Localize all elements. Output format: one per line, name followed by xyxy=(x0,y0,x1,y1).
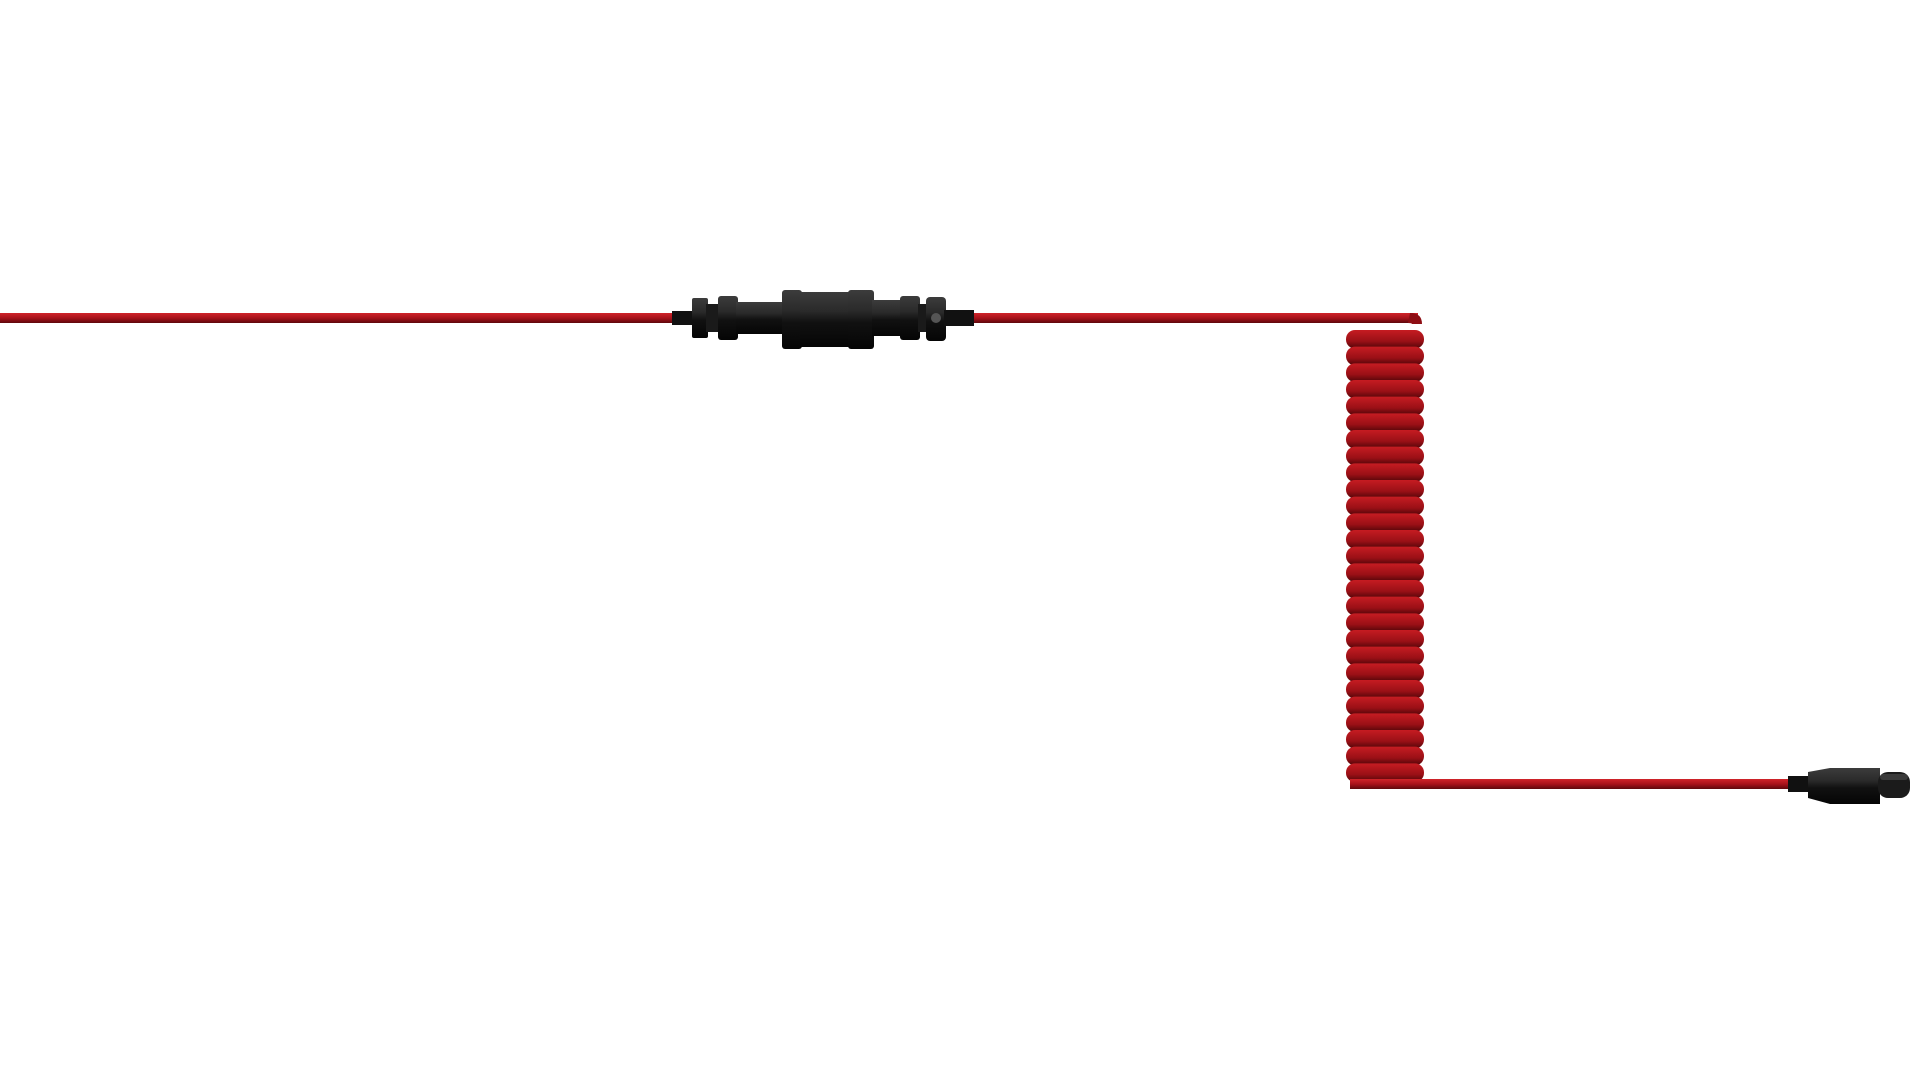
coil-loop xyxy=(1346,513,1424,532)
coil-loop xyxy=(1346,613,1424,632)
coil-loop xyxy=(1346,646,1424,666)
coil-loop xyxy=(1346,380,1424,399)
coil-loop xyxy=(1346,346,1424,366)
coil-loop xyxy=(1346,430,1424,449)
usb-c-connector xyxy=(1788,768,1910,804)
coil-loop xyxy=(1346,563,1424,582)
coil-loop xyxy=(1346,730,1424,749)
cable-coil xyxy=(1346,330,1424,782)
coil-loop xyxy=(1346,480,1424,499)
coil-loop xyxy=(1346,596,1424,616)
coil-loop xyxy=(1346,746,1424,766)
coil-loop xyxy=(1346,530,1424,549)
cable-middle-segment xyxy=(970,313,1418,323)
coil-loop xyxy=(1346,696,1424,716)
cable-bend-top xyxy=(1408,313,1422,324)
coil-loop xyxy=(1346,630,1424,649)
coil-loop xyxy=(1346,363,1424,382)
coil-loop xyxy=(1346,446,1424,466)
coil-loop xyxy=(1346,413,1424,432)
cable-bottom-segment xyxy=(1350,779,1792,789)
coil-loop xyxy=(1346,713,1424,732)
coil-loop xyxy=(1346,580,1424,599)
coil-loop xyxy=(1346,330,1424,349)
coil-loop xyxy=(1346,396,1424,416)
coil-loop xyxy=(1346,496,1424,516)
coil-loop xyxy=(1346,763,1424,782)
aviator-connector xyxy=(672,290,974,349)
coil-loop xyxy=(1346,546,1424,566)
coil-loop xyxy=(1346,680,1424,699)
coil-loop xyxy=(1346,463,1424,482)
cable-left-segment xyxy=(0,313,680,323)
coil-loop xyxy=(1346,663,1424,682)
